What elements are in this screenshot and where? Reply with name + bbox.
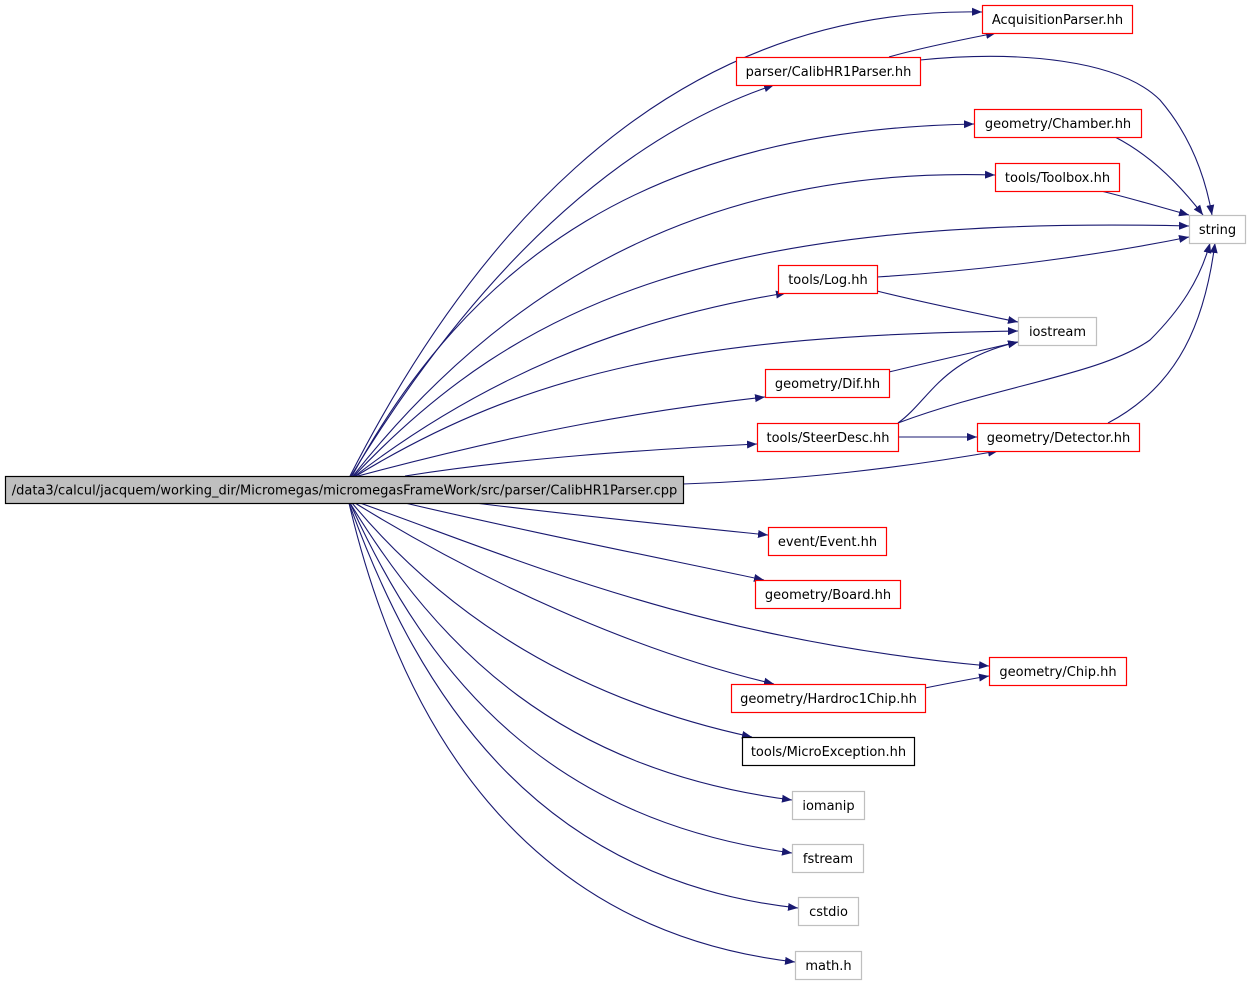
edge-log-to-iostream [876,290,1019,324]
edge-root-to-chamber [351,120,975,477]
edge-root-to-dif [357,394,766,477]
node-log-label: tools/Log.hh [788,273,868,288]
edge-root-to-board [404,502,765,582]
node-detector[interactable]: geometry/Detector.hh [976,422,1141,453]
node-calib-box [735,56,922,87]
edge-chamber-to-string [1114,136,1204,216]
node-steer-label: tools/SteerDesc.hh [767,431,890,446]
node-math-box [794,950,863,981]
edge-root-to-string [353,221,1190,477]
node-event[interactable]: event/Event.hh [767,526,888,557]
edge-root-to-toolbox [352,170,996,477]
node-toolbox[interactable]: tools/Toolbox.hh [994,162,1121,193]
node-dif-box [764,368,891,399]
node-iomanip: iomanip [791,790,866,821]
node-calib[interactable]: parser/CalibHR1Parser.hh [735,56,922,87]
node-hardroc-box [730,683,927,714]
node-cstdio-box [797,896,860,927]
edge-dif-to-iostream [888,340,1019,373]
node-acq-box [981,4,1134,35]
node-calib-label: parser/CalibHR1Parser.hh [746,65,912,80]
edge-root-to-hardroc [354,502,775,686]
node-toolbox-label: tools/Toolbox.hh [1005,171,1110,186]
node-hardroc-label: geometry/Hardroc1Chip.hh [740,692,917,707]
node-chamber-box [973,108,1143,139]
edge-hardroc-to-chip [924,673,990,689]
edge-root-to-microexc [351,502,753,739]
node-cstdio: cstdio [797,896,860,927]
edge-root-to-steer [404,440,758,477]
node-dif[interactable]: geometry/Dif.hh [764,368,891,399]
node-string: string [1188,214,1247,245]
node-board-box [754,579,902,610]
node-detector-label: geometry/Detector.hh [987,431,1130,446]
node-log[interactable]: tools/Log.hh [777,264,879,295]
node-detector-box [976,422,1141,453]
node-chip[interactable]: geometry/Chip.hh [988,656,1128,687]
edge-steer-to-string [897,242,1212,424]
node-layer: /data3/calcul/jacquem/working_dir/Microm… [4,4,1247,981]
node-root-label: /data3/calcul/jacquem/working_dir/Microm… [12,484,678,499]
node-iostream-label: iostream [1029,325,1086,340]
node-cstdio-label: cstdio [809,905,848,920]
node-dif-label: geometry/Dif.hh [775,377,880,392]
node-string-label: string [1199,223,1236,238]
edge-root-to-event [474,502,769,538]
node-acq-label: AcquisitionParser.hh [992,13,1123,28]
node-chamber-label: geometry/Chamber.hh [985,117,1131,132]
edge-layer [348,7,1218,965]
node-steer[interactable]: tools/SteerDesc.hh [756,422,900,453]
node-root-box [4,475,685,505]
node-math-label: math.h [805,959,851,974]
edge-root-to-math [348,502,796,965]
node-iostream-box [1017,316,1098,347]
edge-root-to-iomanip [349,502,793,803]
node-steer-box [756,422,900,453]
node-microexc-box [741,736,916,767]
node-iomanip-box [791,790,866,821]
node-chamber[interactable]: geometry/Chamber.hh [973,108,1143,139]
node-string-box [1188,214,1247,245]
edge-toolbox-to-string [1100,190,1190,217]
node-math: math.h [794,950,863,981]
node-iostream: iostream [1017,316,1098,347]
edge-calib-to-acq [888,30,997,58]
node-board[interactable]: geometry/Board.hh [754,579,902,610]
node-toolbox-box [994,162,1121,193]
node-iomanip-label: iomanip [802,799,854,814]
node-event-label: event/Event.hh [778,535,877,550]
edge-root-to-iostream [355,327,1019,477]
node-fstream-box [791,843,865,874]
node-fstream-label: fstream [803,852,853,867]
node-event-box [767,526,888,557]
edge-steer-to-iostream [897,340,1019,424]
edge-root-to-detector [682,448,999,485]
edge-root-to-cstdio [348,502,799,911]
node-board-label: geometry/Board.hh [765,588,891,603]
node-microexc-label: tools/MicroException.hh [751,745,906,760]
node-fstream: fstream [791,843,865,874]
node-chip-box [988,656,1128,687]
edge-root-to-fstream [349,502,793,856]
edge-detector-to-string [1107,242,1218,424]
edge-log-to-string [876,235,1190,278]
edge-root-to-log [354,290,787,477]
node-acq[interactable]: AcquisitionParser.hh [981,4,1134,35]
node-hardroc[interactable]: geometry/Hardroc1Chip.hh [730,683,927,714]
edge-root-to-calib [350,84,775,477]
node-chip-label: geometry/Chip.hh [999,665,1116,680]
edge-root-to-chip [359,502,990,670]
node-log-box [777,264,879,295]
edge-calib-to-string [919,55,1215,216]
node-root[interactable]: /data3/calcul/jacquem/working_dir/Microm… [4,475,685,505]
edge-root-to-acq [349,7,983,477]
node-microexc[interactable]: tools/MicroException.hh [741,736,916,767]
